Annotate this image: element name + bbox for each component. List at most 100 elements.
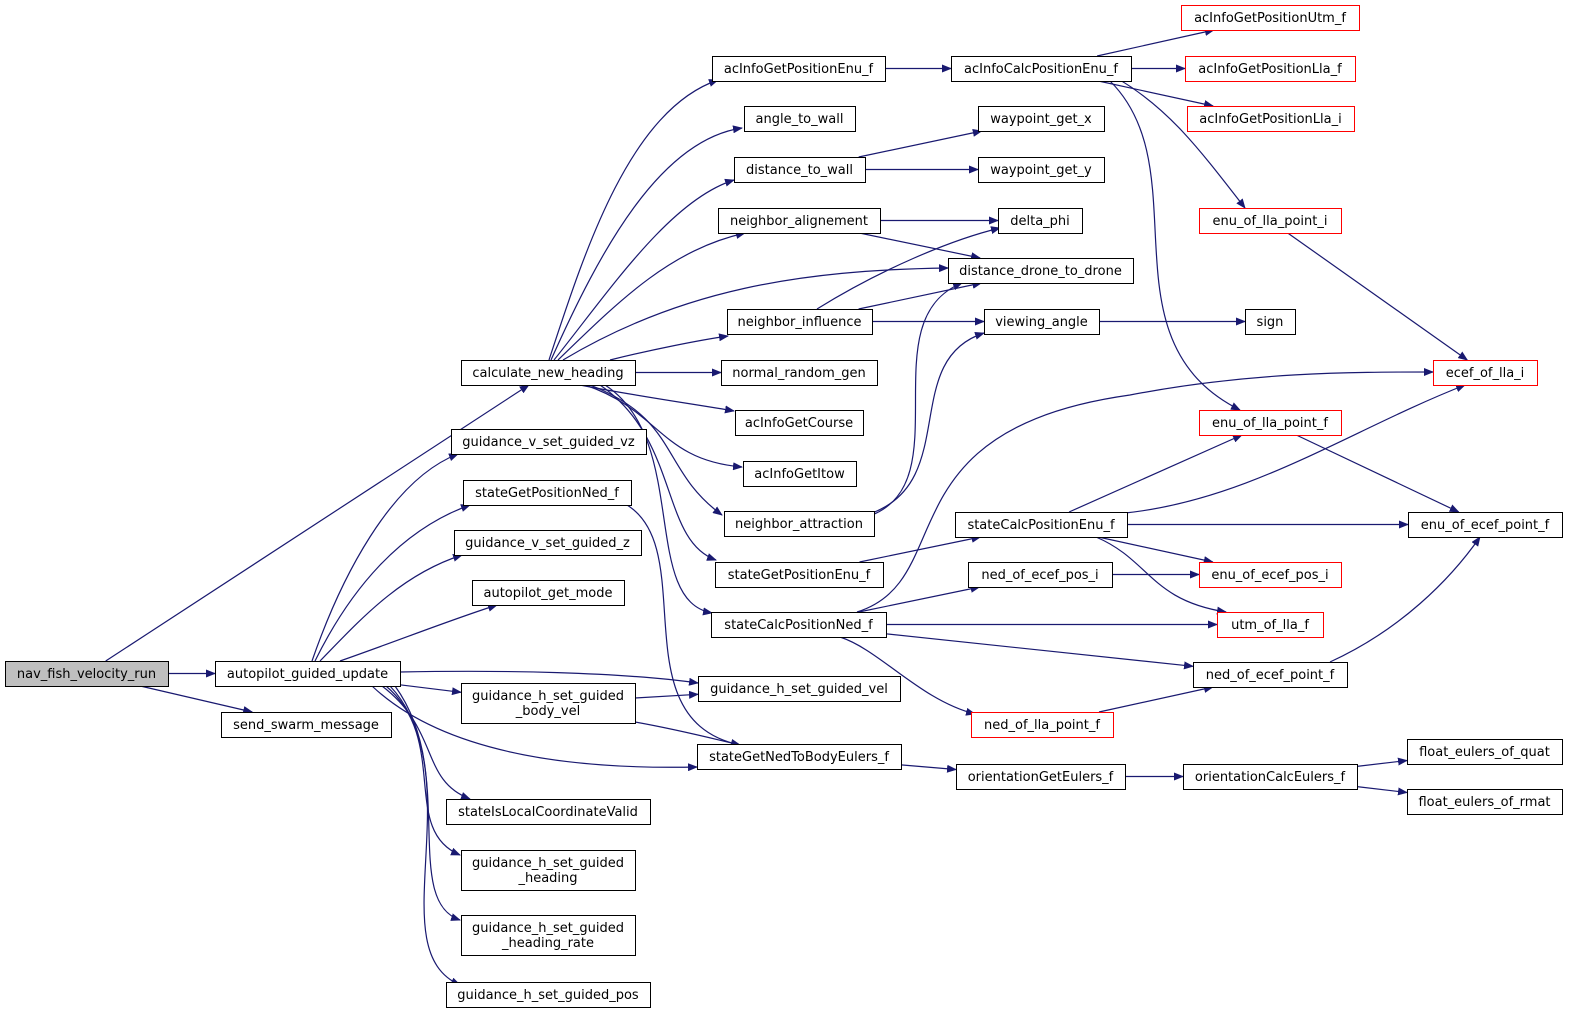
node-guidance-h-set-guided-heading-rate[interactable]: guidance_h_set_guided_heading_rate bbox=[461, 915, 636, 956]
node-label: acInfoGetCourse bbox=[745, 416, 853, 431]
edge-orientation-calc-eulers-f-to-float-eulers-of-quat bbox=[1356, 757, 1408, 767]
node-distance-drone-to-drone[interactable]: distance_drone_to_drone bbox=[948, 258, 1134, 284]
edge-orientation-calc-eulers-f-to-float-eulers-of-rmat bbox=[1356, 786, 1408, 796]
node-ned-of-ecef-pos-i[interactable]: ned_of_ecef_pos_i bbox=[968, 562, 1113, 588]
edge-neighbor-attraction-to-viewing-angle bbox=[871, 331, 985, 514]
node-box bbox=[718, 208, 881, 234]
node-box bbox=[968, 562, 1113, 588]
edge-calculate-new-heading-to-angle-to-wall bbox=[550, 125, 743, 361]
node-box bbox=[1217, 612, 1324, 638]
node-label: _heading bbox=[517, 871, 577, 886]
node-box bbox=[1407, 739, 1563, 765]
node-ac-info-get-position-lla-f[interactable]: acInfoGetPositionLla_f bbox=[1185, 56, 1356, 82]
node-ac-info-get-course[interactable]: acInfoGetCourse bbox=[735, 410, 864, 436]
node-box bbox=[1433, 360, 1538, 386]
node-orientation-calc-eulers-f[interactable]: orientationCalcEulers_f bbox=[1183, 764, 1358, 790]
edge-autopilot-guided-update-to-guidance-v-set-guided-z bbox=[319, 553, 463, 662]
node-autopilot-guided-update[interactable]: autopilot_guided_update bbox=[215, 661, 401, 687]
node-state-is-local-coordinate-valid[interactable]: stateIsLocalCoordinateValid bbox=[446, 799, 651, 825]
node-sign[interactable]: sign bbox=[1245, 309, 1296, 335]
edge-state-get-position-ned-f-to-state-get-ned-to-body-eulers-f bbox=[626, 504, 741, 748]
edge-state-calc-position-enu-f-to-ecef-of-lla-i bbox=[1124, 384, 1466, 514]
node-label: ned_of_lla_point_f bbox=[984, 718, 1100, 733]
node-box bbox=[461, 683, 636, 724]
node-box bbox=[1187, 106, 1355, 132]
edge-autopilot-guided-update-to-state-get-position-ned-f bbox=[314, 504, 471, 662]
node-normal-random-gen[interactable]: normal_random_gen bbox=[721, 360, 878, 386]
node-ac-info-get-position-utm-f[interactable]: acInfoGetPositionUtm_f bbox=[1181, 5, 1360, 31]
function-nodes: nav_fish_velocity_run autopilot_guided_up… bbox=[5, 5, 1563, 1008]
node-label: guidance_v_set_guided_vz bbox=[462, 435, 635, 450]
node-state-calc-position-enu-f[interactable]: stateCalcPositionEnu_f bbox=[955, 512, 1128, 538]
node-enu-of-lla-point-f[interactable]: enu_of_lla_point_f bbox=[1199, 410, 1342, 436]
node-ac-info-get-position-lla-i[interactable]: acInfoGetPositionLla_i bbox=[1187, 106, 1355, 132]
node-box bbox=[1245, 309, 1296, 335]
node-box bbox=[1181, 5, 1360, 31]
node-ac-info-get-itow[interactable]: acInfoGetItow bbox=[743, 461, 857, 487]
node-label: guidance_v_set_guided_z bbox=[465, 536, 630, 551]
node-nav-fish-velocity-run[interactable]: nav_fish_velocity_run bbox=[5, 661, 169, 687]
node-guidance-h-set-guided-pos[interactable]: guidance_h_set_guided_pos bbox=[446, 982, 651, 1008]
node-guidance-v-set-guided-z[interactable]: guidance_v_set_guided_z bbox=[454, 530, 642, 556]
edge-enu-of-lla-point-f-to-enu-of-ecef-point-f bbox=[1296, 434, 1460, 513]
node-box bbox=[1185, 56, 1356, 82]
node-guidance-v-set-guided-vz[interactable]: guidance_v_set_guided_vz bbox=[451, 429, 647, 455]
node-distance-to-wall[interactable]: distance_to_wall bbox=[734, 157, 866, 183]
node-guidance-h-set-guided-body-vel[interactable]: guidance_h_set_guided_body_vel bbox=[461, 683, 636, 724]
node-box bbox=[451, 429, 647, 455]
node-box bbox=[984, 309, 1100, 335]
edge-guidance-h-set-guided-body-vel-to-state-get-ned-to-body-eulers-f bbox=[634, 721, 741, 747]
node-label: utm_of_lla_f bbox=[1231, 618, 1309, 633]
node-box bbox=[715, 562, 884, 588]
node-label: guidance_h_set_guided bbox=[472, 921, 624, 936]
node-waypoint-get-y[interactable]: waypoint_get_y bbox=[978, 157, 1105, 183]
node-send-swarm-message[interactable]: send_swarm_message bbox=[221, 712, 392, 738]
node-enu-of-ecef-pos-i[interactable]: enu_of_ecef_pos_i bbox=[1199, 562, 1342, 588]
edge-autopilot-guided-update-to-guidance-h-set-guided-heading-rate bbox=[389, 685, 461, 921]
node-enu-of-ecef-point-f[interactable]: enu_of_ecef_point_f bbox=[1408, 512, 1563, 538]
node-ecef-of-lla-i[interactable]: ecef_of_lla_i bbox=[1433, 360, 1538, 386]
node-neighbor-alignement[interactable]: neighbor_alignement bbox=[718, 208, 881, 234]
node-guidance-h-set-guided-vel[interactable]: guidance_h_set_guided_vel bbox=[698, 676, 901, 702]
node-state-get-position-enu-f[interactable]: stateGetPositionEnu_f bbox=[715, 562, 884, 588]
node-float-eulers-of-quat[interactable]: float_eulers_of_quat bbox=[1407, 739, 1563, 765]
node-box bbox=[463, 480, 632, 506]
edge-nav-fish-velocity-run-to-calculate-new-heading bbox=[105, 384, 530, 662]
edge-autopilot-guided-update-to-guidance-h-set-guided-body-vel bbox=[399, 684, 462, 696]
node-label: orientationGetEulers_f bbox=[968, 770, 1114, 785]
node-ned-of-lla-point-f[interactable]: ned_of_lla_point_f bbox=[971, 712, 1114, 738]
edge-autopilot-guided-update-to-autopilot-get-mode bbox=[339, 603, 498, 662]
edge-autopilot-guided-update-to-guidance-h-set-guided-vel bbox=[399, 670, 699, 686]
node-ac-info-calc-position-enu-f[interactable]: acInfoCalcPositionEnu_f bbox=[951, 56, 1132, 82]
node-label: ned_of_ecef_pos_i bbox=[981, 568, 1098, 583]
node-ned-of-ecef-point-f[interactable]: ned_of_ecef_point_f bbox=[1193, 662, 1348, 688]
node-autopilot-get-mode[interactable]: autopilot_get_mode bbox=[472, 580, 625, 606]
node-waypoint-get-x[interactable]: waypoint_get_x bbox=[978, 106, 1105, 132]
node-angle-to-wall[interactable]: angle_to_wall bbox=[744, 106, 856, 132]
node-state-get-position-ned-f[interactable]: stateGetPositionNed_f bbox=[463, 480, 632, 506]
node-viewing-angle[interactable]: viewing_angle bbox=[984, 309, 1100, 335]
node-box bbox=[743, 461, 857, 487]
node-label: orientationCalcEulers_f bbox=[1195, 770, 1346, 785]
node-utm-of-lla-f[interactable]: utm_of_lla_f bbox=[1217, 612, 1324, 638]
node-label: guidance_h_set_guided bbox=[472, 689, 624, 704]
node-state-get-ned-to-body-eulers-f[interactable]: stateGetNedToBodyEulers_f bbox=[697, 744, 902, 770]
node-box bbox=[978, 106, 1105, 132]
node-state-calc-position-ned-f[interactable]: stateCalcPositionNed_f bbox=[711, 612, 887, 638]
node-box bbox=[735, 410, 864, 436]
node-enu-of-lla-point-i[interactable]: enu_of_lla_point_i bbox=[1199, 208, 1342, 234]
node-label: waypoint_get_x bbox=[990, 112, 1092, 127]
node-guidance-h-set-guided-heading[interactable]: guidance_h_set_guided_heading bbox=[461, 850, 636, 891]
node-neighbor-attraction[interactable]: neighbor_attraction bbox=[724, 511, 875, 537]
edge-state-calc-position-enu-f-to-utm-of-lla-f bbox=[1095, 536, 1227, 615]
node-neighbor-influence[interactable]: neighbor_influence bbox=[727, 309, 873, 335]
node-calculate-new-heading[interactable]: calculate_new_heading bbox=[461, 360, 636, 386]
edge-ned-of-ecef-point-f-to-enu-of-ecef-point-f bbox=[1329, 536, 1481, 663]
node-ac-info-get-position-enu-f[interactable]: acInfoGetPositionEnu_f bbox=[712, 56, 886, 82]
node-label: ecef_of_lla_i bbox=[1446, 366, 1525, 381]
node-orientation-get-eulers-f[interactable]: orientationGetEulers_f bbox=[956, 764, 1126, 790]
node-float-eulers-of-rmat[interactable]: float_eulers_of_rmat bbox=[1407, 789, 1563, 815]
node-delta-phi[interactable]: delta_phi bbox=[998, 208, 1083, 234]
edge-guidance-h-set-guided-body-vel-to-guidance-h-set-guided-vel bbox=[634, 690, 699, 699]
edge-state-calc-position-enu-f-to-enu-of-lla-point-f bbox=[1068, 434, 1243, 513]
